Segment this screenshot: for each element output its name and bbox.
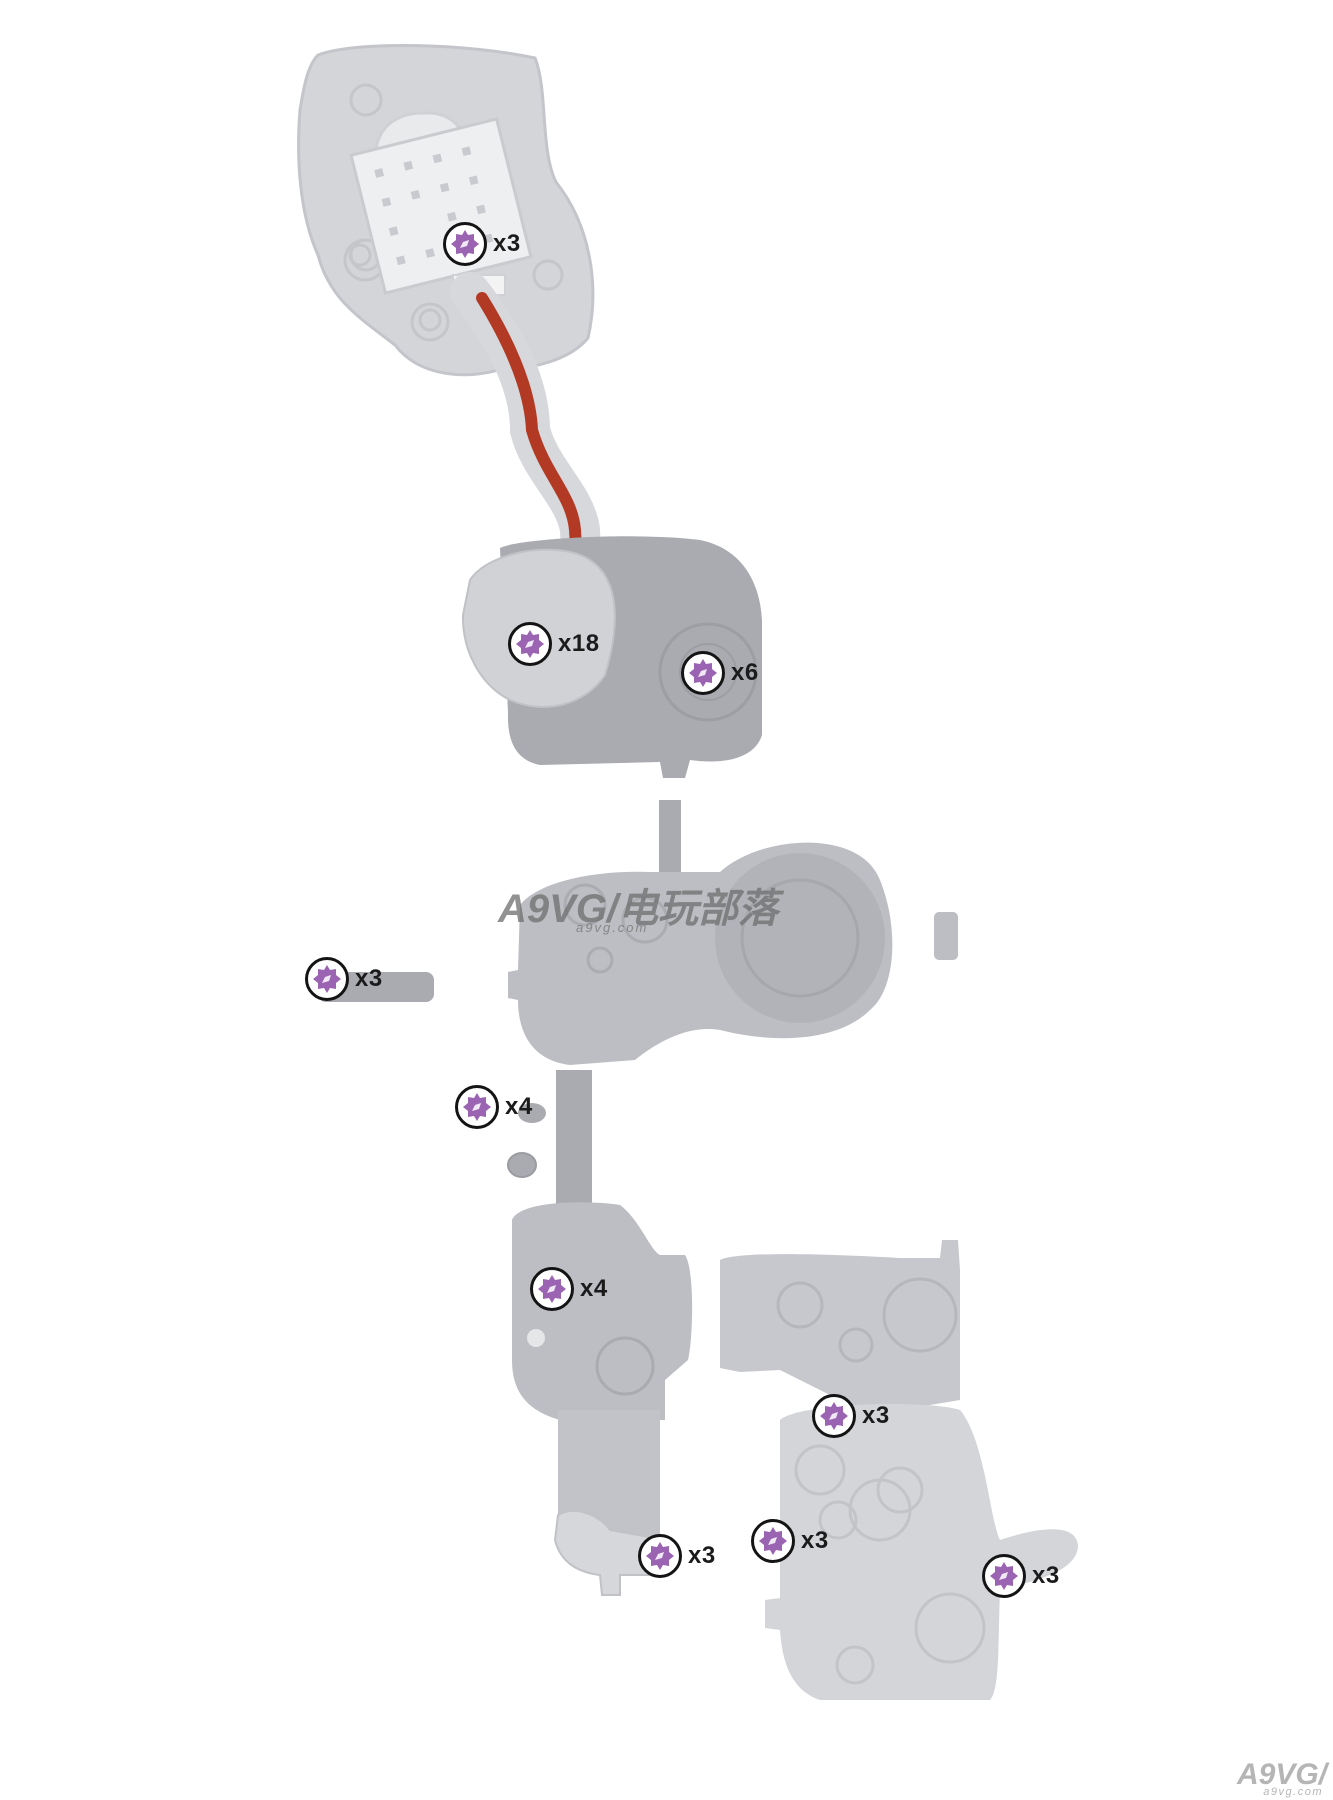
watermark-center-text: A9VG/电玩部落 xyxy=(498,887,779,931)
room-b-rings xyxy=(563,883,669,974)
marker-room-d-west[interactable]: x3 xyxy=(751,1519,829,1563)
watermark-center-subtext: a9vg.com xyxy=(576,920,649,935)
room-c-node xyxy=(527,1329,545,1347)
purple-gem-icon xyxy=(443,222,487,266)
room-b-dome xyxy=(715,853,885,1023)
marker-room-d-east[interactable]: x3 xyxy=(982,1554,1060,1598)
marker-room-a-east[interactable]: x6 xyxy=(681,651,759,695)
marker-room-d-north[interactable]: x3 xyxy=(812,1394,890,1438)
room-d-rings xyxy=(794,1444,986,1685)
room-d-north-rings xyxy=(776,1277,958,1363)
marker-count: x4 xyxy=(580,1275,608,1302)
side-pillar xyxy=(934,912,958,960)
purple-gem-icon xyxy=(530,1267,574,1311)
building-tiles xyxy=(374,146,494,266)
room-b-ring xyxy=(740,878,860,998)
room-c-ring xyxy=(595,1336,655,1396)
purple-gem-icon xyxy=(982,1554,1026,1598)
marker-room-c[interactable]: x4 xyxy=(530,1267,608,1311)
room-d-north xyxy=(720,1240,960,1430)
rock-2 xyxy=(507,1152,537,1178)
watermark-corner-subtext: a9vg.com xyxy=(1263,1786,1323,1798)
room-c xyxy=(512,1202,693,1420)
rock-1 xyxy=(518,1103,546,1123)
route-path xyxy=(476,292,584,588)
marker-cave-top[interactable]: x3 xyxy=(443,222,521,266)
marker-count: x3 xyxy=(862,1402,890,1429)
purple-gem-icon xyxy=(455,1085,499,1129)
marker-room-a-west[interactable]: x18 xyxy=(508,622,600,666)
marker-count: x3 xyxy=(688,1542,716,1569)
purple-gem-icon xyxy=(751,1519,795,1563)
marker-ledge-west[interactable]: x3 xyxy=(305,957,383,1001)
watermark-corner: A9VG/ a9vg.com xyxy=(1236,1758,1327,1798)
room-a-ring xyxy=(658,622,758,722)
purple-gem-icon xyxy=(812,1394,856,1438)
purple-gem-icon xyxy=(305,957,349,1001)
marker-room-c-south[interactable]: x3 xyxy=(638,1534,716,1578)
purple-gem-icon xyxy=(681,651,725,695)
purple-gem-icon xyxy=(508,622,552,666)
marker-count: x18 xyxy=(558,630,600,657)
marker-count: x3 xyxy=(801,1527,829,1554)
marker-count: x3 xyxy=(355,965,383,992)
marker-count: x6 xyxy=(731,659,759,686)
watermark-center: A9VG/电玩部落 a9vg.com xyxy=(498,876,779,935)
connector-a-b xyxy=(659,800,681,890)
purple-gem-icon xyxy=(638,1534,682,1578)
marker-count: x4 xyxy=(505,1093,533,1120)
watermark-corner-text: A9VG/ xyxy=(1236,1758,1327,1791)
corridor-b-c xyxy=(556,1070,592,1210)
marker-corridor-west[interactable]: x4 xyxy=(455,1085,533,1129)
room-a-ring-inner xyxy=(679,643,737,701)
marker-count: x3 xyxy=(493,230,521,257)
marker-count: x3 xyxy=(1032,1562,1060,1589)
